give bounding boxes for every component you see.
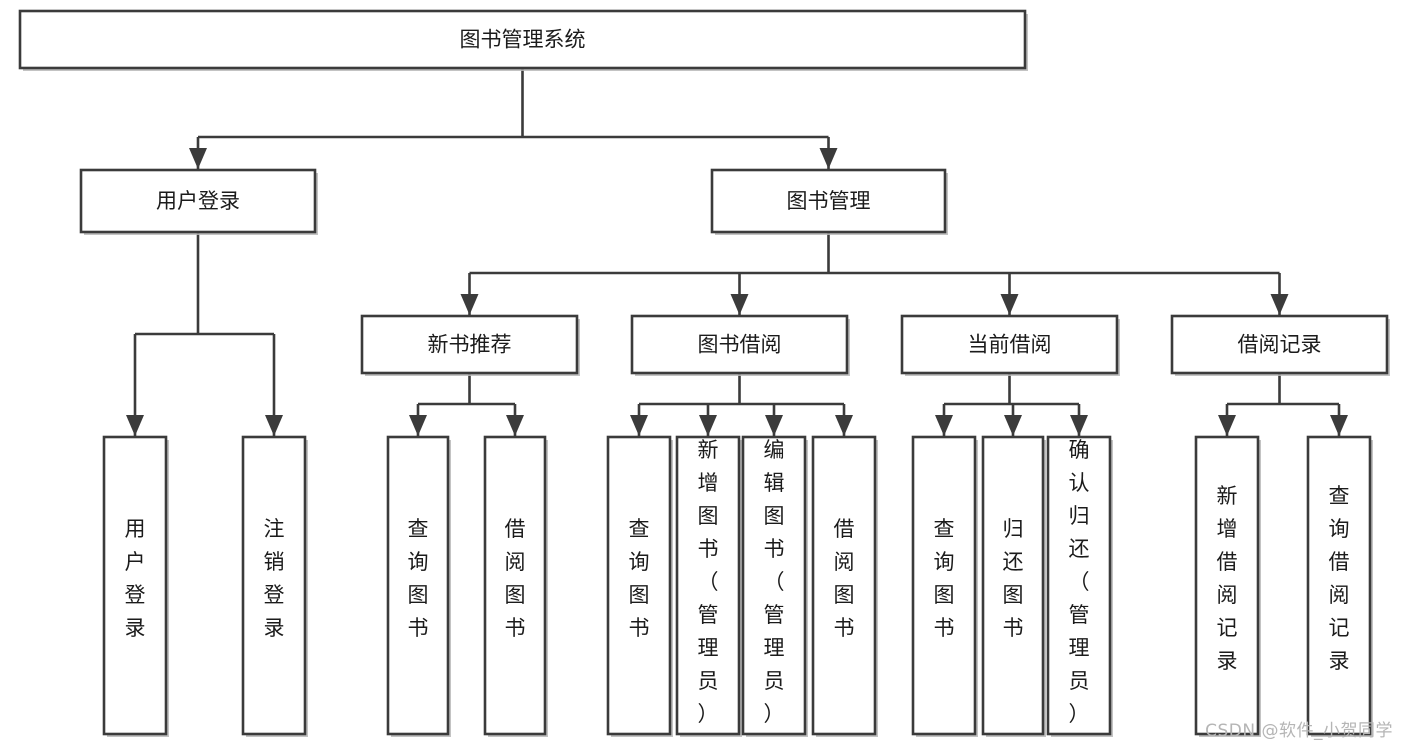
arrow-head-icon <box>1218 415 1236 436</box>
node-book-borrow[interactable]: 图书借阅 <box>630 314 850 376</box>
arrow-head-icon <box>819 148 838 169</box>
node-confirm-return[interactable]: 确认归还（管理员） <box>1046 435 1113 737</box>
node-root[interactable]: 图书管理系统 <box>18 9 1028 71</box>
node-label: 查询图书 <box>408 517 429 640</box>
node-user-logout[interactable]: 注销登录 <box>241 435 308 737</box>
node-label: 新增图书（管理员） <box>698 438 719 726</box>
node-label: 归还图书 <box>1003 517 1024 640</box>
arrow-head-icon <box>699 415 717 436</box>
node-label: 用户登录 <box>156 189 240 213</box>
node-label: 用户登录 <box>125 517 146 640</box>
node-user-login-do[interactable]: 用户登录 <box>102 435 169 737</box>
node-layer: 图书管理系统用户登录用户登录注销登录图书管理新书推荐查询图书借阅图书图书借阅查询… <box>18 9 1390 737</box>
node-add-book[interactable]: 新增图书（管理员） <box>675 435 742 737</box>
node-label: 借阅记录 <box>1238 333 1322 357</box>
arrow-head-icon <box>630 415 648 436</box>
node-query-book-1[interactable]: 查询图书 <box>386 435 451 737</box>
node-query-book-2[interactable]: 查询图书 <box>606 435 673 737</box>
node-label: 注销登录 <box>264 517 285 640</box>
node-book-management[interactable]: 图书管理 <box>710 168 948 235</box>
arrow-head-icon <box>265 415 283 436</box>
arrow-head-icon <box>460 294 479 315</box>
node-label: 图书管理 <box>787 189 871 213</box>
node-new-book-recommend[interactable]: 新书推荐 <box>360 314 580 376</box>
arrow-head-icon <box>1070 415 1088 436</box>
arrow-head-icon <box>835 415 853 436</box>
node-label: 确认归还（管理员） <box>1069 438 1090 726</box>
node-label: 借阅图书 <box>505 517 526 640</box>
arrow-head-icon <box>126 415 144 436</box>
node-label: 图书借阅 <box>698 333 782 357</box>
node-return-book[interactable]: 归还图书 <box>981 435 1046 737</box>
node-edit-book[interactable]: 编辑图书（管理员） <box>741 435 808 737</box>
node-label: 查询图书 <box>629 517 650 640</box>
node-borrow-record[interactable]: 借阅记录 <box>1170 314 1390 376</box>
node-user-login[interactable]: 用户登录 <box>79 168 318 235</box>
node-add-borrow-record[interactable]: 新增借阅记录 <box>1194 435 1261 737</box>
node-label: 当前借阅 <box>968 333 1052 357</box>
node-current-borrow[interactable]: 当前借阅 <box>900 314 1120 376</box>
connector-layer <box>126 68 1348 436</box>
arrow-head-icon <box>506 415 524 436</box>
node-label: 编辑图书（管理员） <box>764 438 785 726</box>
node-label: 查询图书 <box>934 517 955 640</box>
node-borrow-book-1[interactable]: 借阅图书 <box>483 435 548 737</box>
node-label: 借阅图书 <box>834 517 855 640</box>
arrow-head-icon <box>765 415 783 436</box>
arrow-head-icon <box>1000 294 1019 315</box>
node-query-book-3[interactable]: 查询图书 <box>911 435 978 737</box>
arrow-head-icon <box>1330 415 1348 436</box>
node-label: 查询借阅记录 <box>1329 484 1350 673</box>
node-label: 图书管理系统 <box>460 28 586 52</box>
arrow-head-icon <box>1270 294 1289 315</box>
node-query-borrow-record[interactable]: 查询借阅记录 <box>1306 435 1373 737</box>
arrow-head-icon <box>189 148 207 169</box>
node-label: 新书推荐 <box>428 333 512 357</box>
arrow-head-icon <box>730 294 749 315</box>
arrow-head-icon <box>935 415 953 436</box>
node-borrow-book-2[interactable]: 借阅图书 <box>811 435 878 737</box>
arrow-head-icon <box>409 415 427 436</box>
node-label: 新增借阅记录 <box>1217 484 1238 673</box>
arrow-head-icon <box>1004 415 1022 436</box>
